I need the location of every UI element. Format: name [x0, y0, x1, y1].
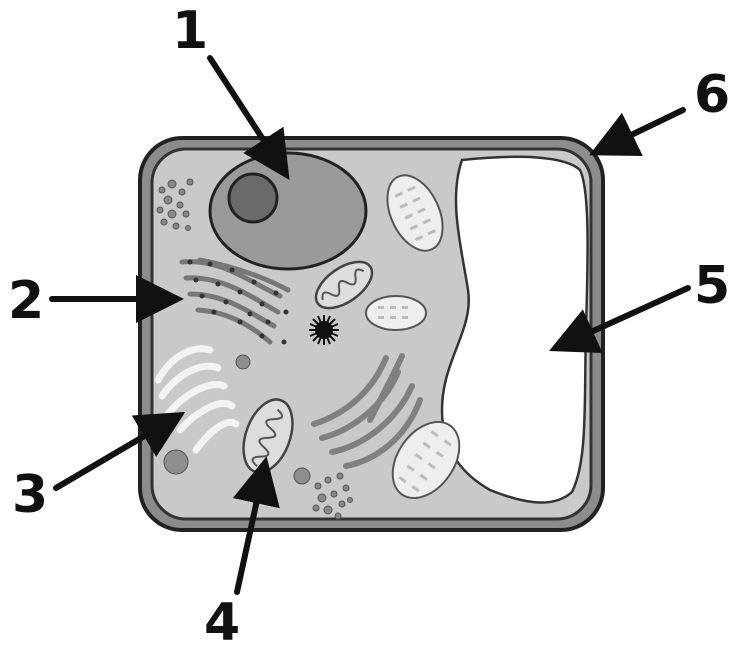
nucleolus — [229, 174, 277, 222]
label-1: 1 — [172, 1, 208, 61]
centrosome — [309, 315, 339, 345]
label-3: 3 — [12, 465, 48, 525]
label-6: 6 — [694, 65, 730, 125]
vacuole — [442, 157, 588, 503]
chloroplast — [366, 296, 426, 330]
label-2: 2 — [8, 271, 44, 331]
label-5: 5 — [694, 256, 730, 316]
arrow-6 — [600, 110, 683, 150]
label-4: 4 — [204, 593, 240, 647]
